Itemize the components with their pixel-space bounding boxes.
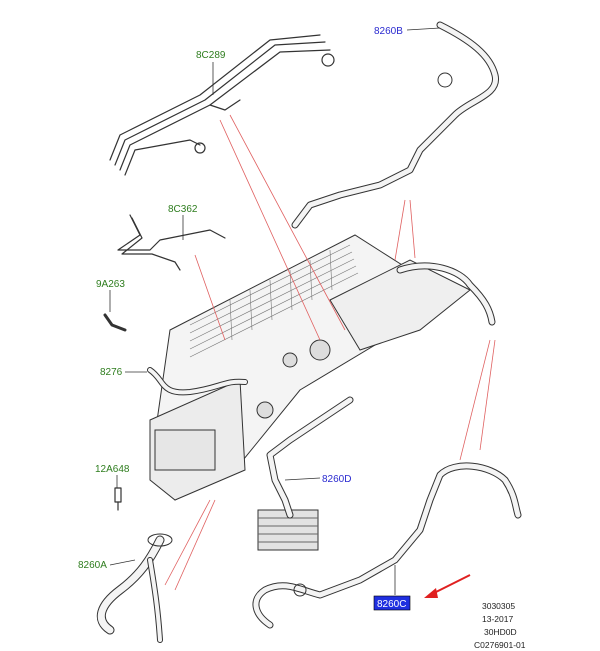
callout-8260A: 8260A: [78, 560, 107, 571]
ref-line-4: C0276901-01: [474, 640, 526, 650]
ref-line-3: 30HD0D: [484, 627, 517, 637]
callout-8C362: 8C362: [168, 204, 198, 215]
callout-8260C: 8260C: [377, 599, 406, 610]
callout-8260B: 8260B: [374, 26, 403, 37]
callout-9A263: 9A263: [96, 279, 125, 290]
callout-12A648: 12A648: [95, 464, 130, 475]
label-leaders: [109, 27, 441, 595]
engine-radiator-assembly: [149, 234, 471, 551]
reference-block: 3030305 13-2017 30HD0D C0276901-01: [474, 601, 526, 650]
ref-line-1: 3030305: [482, 601, 515, 611]
callout-8260C-highlight: [373, 595, 411, 611]
sensor-12A648: [114, 487, 122, 511]
callout-8260D: 8260D: [322, 474, 351, 485]
hose-8260A: [96, 533, 173, 643]
hose-right-upper: [396, 262, 496, 326]
hoses: [96, 21, 522, 643]
hose-9A263: [103, 313, 127, 332]
leader-lines: [164, 114, 496, 591]
pointer-arrow: [424, 574, 471, 598]
callout-8276: 8276: [100, 367, 123, 378]
hose-8260B: [291, 21, 499, 229]
hose-8C362: [117, 214, 226, 271]
hose-8260D: [266, 396, 354, 519]
ref-line-2: 13-2017: [482, 614, 513, 624]
callout-8C289: 8C289: [196, 50, 226, 61]
hose-8260C: [252, 462, 522, 629]
hose-8C289: [109, 34, 335, 176]
